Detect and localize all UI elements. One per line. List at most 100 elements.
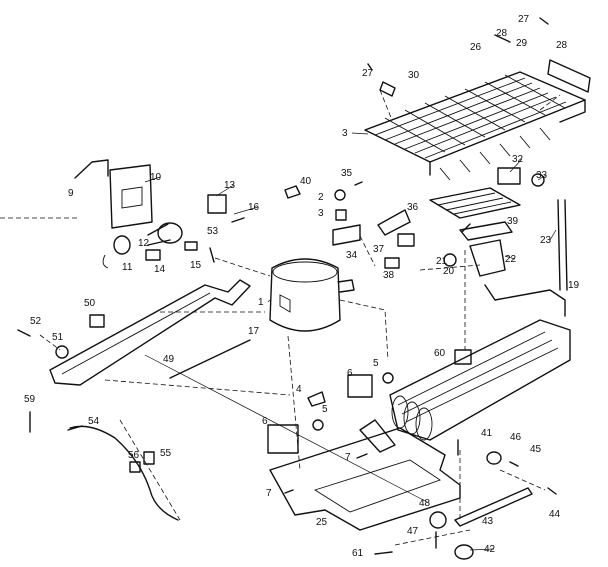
clip xyxy=(379,81,396,97)
guide-line xyxy=(539,94,561,111)
part-number-label: 20 xyxy=(443,266,455,277)
part-number-label: 40 xyxy=(300,176,312,187)
part-number-label: 3 xyxy=(342,128,348,139)
part-number-label: 52 xyxy=(30,316,42,327)
condenser xyxy=(389,319,571,441)
part-number-label: 47 xyxy=(407,526,419,537)
guide-line xyxy=(359,235,376,267)
foot xyxy=(454,544,474,560)
part-number-label: 9 xyxy=(68,188,74,199)
leader-line xyxy=(537,174,547,181)
part-number-label: 7 xyxy=(266,488,272,499)
part-number-label: 17 xyxy=(248,326,260,337)
grommet xyxy=(307,391,326,407)
part-number-label: 11 xyxy=(122,262,133,273)
leader-line xyxy=(144,354,430,504)
leader-line xyxy=(469,548,495,551)
clip xyxy=(143,451,155,465)
screw xyxy=(17,329,31,337)
part-number-label: 10 xyxy=(150,172,162,183)
bracket xyxy=(332,224,361,246)
guide-line xyxy=(119,419,181,521)
part-number-label: 51 xyxy=(52,332,64,343)
part-number-label: 28 xyxy=(496,28,508,39)
frame-rail xyxy=(49,279,251,386)
part-number-label: 41 xyxy=(481,428,493,439)
part-number-label: 2 xyxy=(318,192,324,203)
screw xyxy=(284,489,294,494)
part-number-label: 44 xyxy=(549,509,561,520)
leader-line xyxy=(233,206,259,215)
guide-line xyxy=(419,264,481,271)
leader-line xyxy=(267,299,271,303)
part-number-label: 6 xyxy=(347,368,353,379)
part-number-label: 48 xyxy=(419,498,431,509)
switch xyxy=(384,257,400,269)
part-number-label: 60 xyxy=(434,348,446,359)
part-number-label: 16 xyxy=(248,202,260,213)
guide-line xyxy=(214,257,271,277)
clip xyxy=(184,241,198,251)
part-number-label: 34 xyxy=(346,250,358,261)
clip xyxy=(531,173,545,187)
power-cord xyxy=(69,425,179,521)
part-number-label: 54 xyxy=(88,416,100,427)
wire-harness xyxy=(74,159,109,179)
part-number-label: 5 xyxy=(373,358,379,369)
screw xyxy=(231,217,245,223)
capacitor xyxy=(157,222,183,244)
grommet xyxy=(486,451,502,465)
part-number-label: 26 xyxy=(470,42,482,53)
screw xyxy=(547,487,557,495)
fitting xyxy=(284,185,301,199)
leader-line xyxy=(509,158,523,173)
leader-line xyxy=(549,229,557,241)
guide-line xyxy=(379,89,393,121)
leader-line xyxy=(351,132,369,135)
leader-line xyxy=(504,255,516,260)
clip xyxy=(461,223,471,233)
part-number-label: 5 xyxy=(322,404,328,415)
part-number-label: 45 xyxy=(530,444,542,455)
part-number-label: 30 xyxy=(408,70,420,81)
part-number-label: 12 xyxy=(138,238,150,249)
screw xyxy=(374,551,393,555)
guide-line xyxy=(39,334,61,351)
grommet xyxy=(312,419,324,431)
defrost-heater xyxy=(429,187,521,219)
fitting xyxy=(443,253,457,267)
leader-line xyxy=(215,184,235,197)
screw xyxy=(209,247,215,263)
part-number-label: 37 xyxy=(373,244,385,255)
leader-line xyxy=(144,176,161,183)
part-number-label: 32 xyxy=(512,154,524,165)
heater-element xyxy=(459,221,513,277)
overload xyxy=(113,235,131,255)
part-number-label: 29 xyxy=(516,38,528,49)
guide-line xyxy=(104,379,291,396)
guide-line xyxy=(339,299,389,361)
part-number-label: 6 xyxy=(262,416,268,427)
relay-housing xyxy=(109,164,153,229)
clip xyxy=(129,461,141,473)
evaporator-coil xyxy=(364,59,591,181)
part-number-label: 19 xyxy=(568,280,580,291)
foot xyxy=(429,511,447,529)
switch xyxy=(397,233,415,247)
terminal xyxy=(145,249,161,261)
part-number-label: 22 xyxy=(505,254,517,265)
part-number-label: 4 xyxy=(296,384,302,395)
part-number-label: 13 xyxy=(224,180,236,191)
part-number-label: 61 xyxy=(352,548,364,559)
bracket xyxy=(454,487,533,527)
part-number-label: 50 xyxy=(84,298,96,309)
part-number-label: 49 xyxy=(163,354,175,365)
rod xyxy=(169,339,251,379)
condenser-tube xyxy=(484,284,566,317)
base-pan xyxy=(269,427,461,531)
thermostat xyxy=(497,167,521,185)
guide-line xyxy=(499,469,546,491)
part-number-label: 23 xyxy=(540,235,552,246)
